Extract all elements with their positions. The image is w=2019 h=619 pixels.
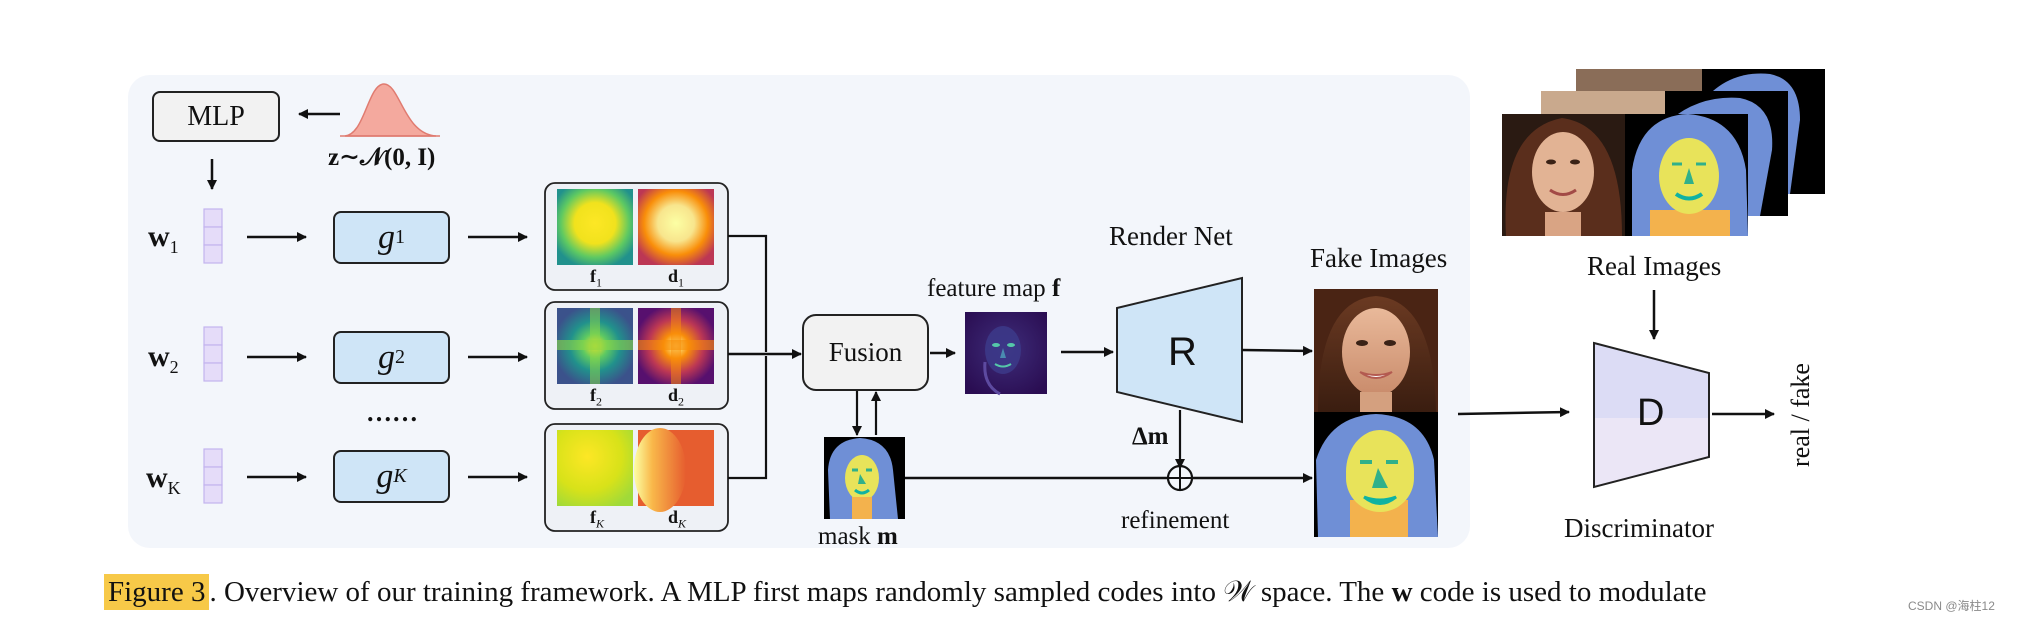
feature-map-label: feature map f (927, 275, 1061, 302)
real-images-stack (1502, 69, 1825, 236)
w2-label: w2 (148, 340, 179, 377)
fK-heatmap (557, 430, 633, 506)
dK-label: dK (668, 507, 687, 531)
fake-mask-image (1314, 412, 1438, 537)
fK-label: fK (590, 507, 605, 531)
wK-label: wK (146, 461, 181, 498)
fake-face-photo (1314, 289, 1438, 412)
f2-heatmap (557, 308, 633, 384)
dK-heatmap (634, 428, 714, 512)
mlp-label: MLP (187, 100, 245, 132)
d2-label: d2 (668, 385, 685, 409)
discriminator-label: Discriminator (1564, 513, 1714, 543)
w1-label: w1 (148, 220, 179, 257)
discriminator-block (1593, 341, 1710, 489)
ellipsis-dots: …… (366, 398, 418, 427)
fusion-label: Fusion (828, 337, 903, 367)
f1-heatmap (557, 189, 633, 265)
f1-label: f1 (590, 266, 602, 290)
real-fake-output-label: real / fake (1786, 363, 1815, 467)
delta-m-label: Δm (1132, 423, 1169, 450)
f2-label: f2 (590, 385, 602, 409)
csdn-watermark: CSDN @海柱12 (1908, 599, 1995, 613)
w1-code-bar (203, 208, 223, 264)
render-R-label: R (1168, 330, 1197, 374)
w2-code-bar (203, 326, 223, 382)
discriminator-D-label: D (1637, 392, 1665, 434)
d1-label: d1 (668, 266, 685, 290)
z-distribution-label: z∼𝒩(0, I) (328, 144, 436, 171)
mask-m-label: mask m (818, 523, 898, 550)
render-net-block (1116, 276, 1243, 424)
feature-map-image (965, 312, 1047, 396)
fusion-block: Fusion (802, 314, 929, 391)
gaussian-curve-icon (344, 83, 437, 137)
real-images-label: Real Images (1587, 251, 1722, 281)
render-net-label: Render Net (1109, 221, 1233, 251)
mlp-block: MLP (152, 91, 280, 142)
refinement-label: refinement (1121, 507, 1230, 534)
figure-caption: Figure 3. Overview of our training frame… (104, 574, 1706, 610)
d2-heatmap (638, 308, 714, 384)
wK-code-bar (203, 448, 223, 504)
mask-m-image (824, 437, 905, 519)
d1-heatmap (638, 189, 714, 265)
fake-images-label: Fake Images (1310, 243, 1448, 273)
figure-number: Figure 3 (104, 574, 210, 610)
